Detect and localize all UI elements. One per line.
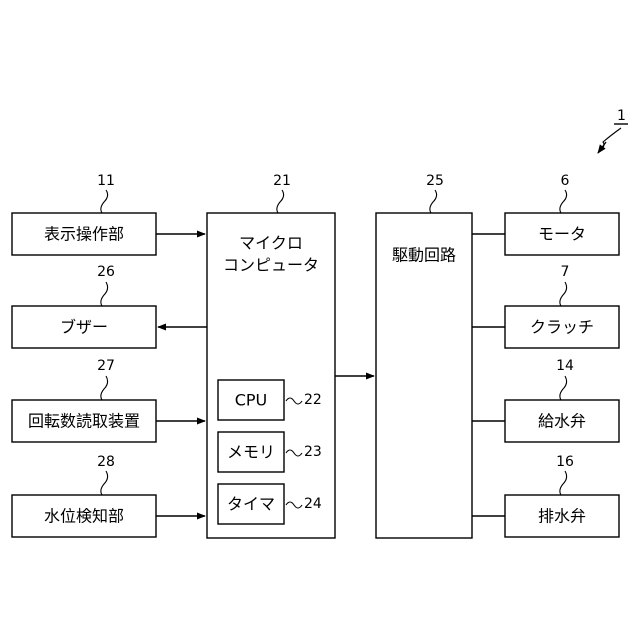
display-operation-unit-lead [101, 190, 108, 213]
microcomputer-label-line1: マイクロ [239, 234, 303, 253]
motor-block: モータ 6 [505, 173, 619, 255]
clutch-label: クラッチ [530, 318, 594, 337]
microcomputer-block: マイクロ コンピュータ 21 CPU 22 メモリ 23 タイマ 24 [207, 173, 335, 538]
water-supply-valve-label: 給水弁 [538, 412, 586, 431]
rotation-reader-block: 回転数読取装置 27 [12, 358, 156, 442]
drain-valve-ref: 16 [556, 454, 574, 470]
buzzer-lead [101, 282, 108, 306]
buzzer-ref: 26 [97, 264, 115, 280]
drive-circuit-lead [430, 190, 437, 213]
microcomputer-lead [277, 190, 284, 213]
clutch-lead [560, 282, 567, 306]
microcomputer-label-line2: コンピュータ [223, 256, 319, 275]
figure-ref-arrowhead [598, 142, 606, 153]
drain-valve-label: 排水弁 [538, 507, 586, 526]
water-supply-valve-ref: 14 [556, 358, 574, 374]
timer-label: タイマ [227, 495, 275, 514]
motor-ref: 6 [561, 173, 570, 189]
motor-label: モータ [538, 225, 586, 244]
rotation-reader-ref: 27 [97, 358, 115, 374]
motor-lead [560, 190, 567, 213]
rotation-reader-lead [101, 376, 108, 400]
memory-ref: 23 [304, 444, 322, 460]
buzzer-label: ブザー [60, 318, 108, 337]
drive-circuit-ref: 25 [426, 173, 444, 189]
water-level-detector-lead [101, 471, 108, 495]
drain-valve-lead [560, 471, 567, 495]
water-level-detector-label: 水位検知部 [44, 507, 124, 526]
display-operation-unit-label: 表示操作部 [44, 225, 124, 244]
buzzer-block: ブザー 26 [12, 264, 156, 348]
microcomputer-ref: 21 [273, 173, 291, 189]
display-operation-unit-block: 表示操作部 11 [12, 173, 156, 255]
drive-circuit-block: 駆動回路 25 [376, 173, 472, 538]
clutch-ref: 7 [561, 264, 570, 280]
water-supply-valve-lead [560, 376, 567, 400]
memory-label: メモリ [227, 443, 275, 462]
drain-valve-block: 排水弁 16 [505, 454, 619, 537]
cpu-label: CPU [235, 391, 268, 410]
water-level-detector-ref: 28 [97, 454, 115, 470]
cpu-ref: 22 [304, 392, 322, 408]
water-supply-valve-block: 給水弁 14 [505, 358, 619, 442]
water-level-detector-block: 水位検知部 28 [12, 454, 156, 537]
figure-reference: 1 [598, 108, 628, 153]
drive-circuit-label: 駆動回路 [392, 246, 456, 265]
figure-ref-number: 1 [617, 108, 626, 124]
clutch-block: クラッチ 7 [505, 264, 619, 348]
display-operation-unit-ref: 11 [97, 173, 115, 189]
rotation-reader-label: 回転数読取装置 [28, 412, 140, 431]
timer-ref: 24 [304, 496, 322, 512]
